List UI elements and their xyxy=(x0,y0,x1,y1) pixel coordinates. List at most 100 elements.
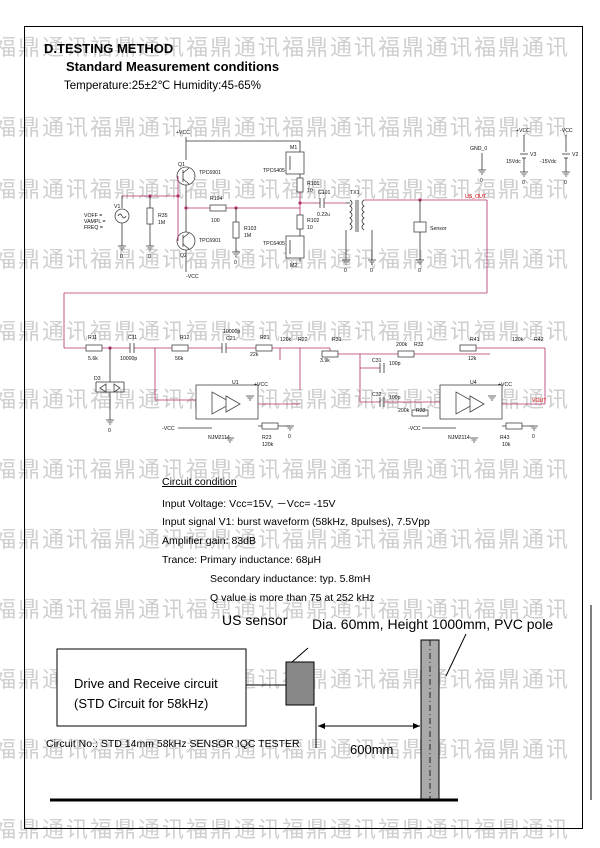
c11-value: 10000p xyxy=(120,356,137,362)
m2-part: TPC6405 xyxy=(263,241,285,247)
r35-label: R35 xyxy=(158,213,168,219)
tx1-label: TX1 xyxy=(350,190,360,196)
v3-label: V3 xyxy=(530,152,536,158)
r22-value: 120k xyxy=(280,337,292,343)
gnd-zero-2: 0 xyxy=(148,254,151,260)
watermark-row-1: 福鼎通讯福鼎通讯福鼎通讯福鼎通讯福鼎通讯福鼎通讯 xyxy=(0,36,571,61)
d3-label: D3 xyxy=(94,376,101,382)
m1-part: TPC6405 xyxy=(263,168,285,174)
gnd-zero-12: 0 xyxy=(532,434,535,440)
drive-circuit-line1: Drive and Receive circuit xyxy=(74,676,218,691)
d3-diode-a xyxy=(99,383,107,393)
vcc-label-v3: +VCC xyxy=(516,128,530,134)
r103-label: R103 xyxy=(244,226,257,232)
r33-resistor xyxy=(411,409,429,417)
r103-value: 1M xyxy=(244,233,251,239)
r33-value: 200k xyxy=(398,408,410,414)
watermark-row-5: 福鼎通讯福鼎通讯福鼎通讯福鼎通讯福鼎通讯福鼎通讯 xyxy=(0,320,571,345)
r41-label: R41 xyxy=(470,337,480,343)
r101-label: R101 xyxy=(307,181,320,187)
c11-label: C11 xyxy=(128,335,137,341)
r22-label: R22 xyxy=(298,337,308,343)
amplifier-gain-text: Amplifier gain: 83dB xyxy=(162,535,256,547)
u4-part: NJM2114 xyxy=(448,435,470,441)
u1-part: NJM2114 xyxy=(208,435,230,441)
r12-value: 56k xyxy=(175,356,184,362)
r42-value: 120k xyxy=(512,337,524,343)
r33-label: R33 xyxy=(416,408,426,414)
v1-label: V1 xyxy=(114,204,120,210)
d3-diode-b xyxy=(113,383,121,393)
r21-value: 22k xyxy=(250,352,259,358)
u1-nvcc: -VCC xyxy=(162,426,175,432)
u1-label: U1 xyxy=(232,380,239,386)
watermark-row-2: 福鼎通讯福鼎通讯福鼎通讯福鼎通讯福鼎通讯福鼎通讯 xyxy=(0,116,571,141)
us-out-label: US_OUT xyxy=(465,194,487,200)
circuit-condition-heading: Circuit condition xyxy=(162,476,237,488)
v2-label: V2 xyxy=(572,152,578,158)
gnd-zero-8: 0 xyxy=(522,180,525,186)
gnd-zero-7: 0 xyxy=(480,178,483,184)
u1-opamp xyxy=(211,391,233,415)
gnd-zero-4: 0 xyxy=(344,268,347,274)
u4-nvcc: -VCC xyxy=(408,426,421,432)
u1-opamp-b xyxy=(225,395,241,413)
q-value-text: Q value is more than 75 at 252 kHz xyxy=(210,592,375,604)
q2-label: Q2 xyxy=(180,253,187,259)
r104-label: R104 xyxy=(210,196,223,202)
r32-label: R32 xyxy=(414,342,424,348)
drive-circuit-box xyxy=(56,648,247,727)
input-voltage-text: Input Voltage: Vcc=15V, －Vcc= -15V xyxy=(162,498,336,510)
measurement-conditions: Temperature:25±2℃ Humidity:45-65% xyxy=(64,80,261,92)
watermark-row-11: 福鼎通讯福鼎通讯福鼎通讯福鼎通讯福鼎通讯福鼎通讯 xyxy=(0,738,571,763)
gnd-zero-6: 0 xyxy=(418,268,421,274)
vout-label: VOUT xyxy=(532,398,547,404)
q2-part: TPC6901 xyxy=(199,238,221,244)
r43-value: 10k xyxy=(502,442,511,448)
r32-value: 200k xyxy=(396,342,408,348)
us-sensor-block xyxy=(285,661,315,706)
c32-value: 100p xyxy=(389,395,401,401)
v3-value: 15Vdc xyxy=(506,159,521,165)
watermark-row-12: 福鼎通讯福鼎通讯福鼎通讯福鼎通讯福鼎通讯福鼎通讯 xyxy=(0,818,571,843)
m2-label: M2 xyxy=(290,263,297,269)
watermark-row-3: 福鼎通讯福鼎通讯福鼎通讯福鼎通讯福鼎通讯福鼎通讯 xyxy=(0,178,571,203)
gnd-zero-11: 0 xyxy=(288,434,291,440)
watermark-row-9: 福鼎通讯福鼎通讯福鼎通讯福鼎通讯福鼎通讯福鼎通讯 xyxy=(0,598,571,623)
c31-label: C31 xyxy=(372,358,382,364)
nvcc-label-driver: -VCC xyxy=(186,274,199,280)
circuit-number-text: Circuit No.: STD 14mm 58kHz SENSOR IQC T… xyxy=(46,738,300,750)
q1-label: Q1 xyxy=(178,162,185,168)
c21-value: 10000p xyxy=(223,329,240,335)
r43-resistor xyxy=(505,422,523,430)
r102-label: R102 xyxy=(307,218,320,224)
c101-value: 0.22u xyxy=(317,212,330,218)
freq-label: FREQ = xyxy=(84,225,103,231)
watermark-row-8: 福鼎通讯福鼎通讯福鼎通讯福鼎通讯福鼎通讯福鼎通讯 xyxy=(0,528,571,553)
r43-label: R43 xyxy=(500,435,510,441)
tx1-primary xyxy=(349,199,353,231)
us-sensor-label: US sensor xyxy=(222,612,288,628)
section-title: D.TESTING METHOD xyxy=(44,41,174,56)
section-subtitle: Standard Measurement conditions xyxy=(66,59,280,74)
v2-value: -15Vdc xyxy=(540,159,557,165)
u4-vcc: +VCC xyxy=(498,382,512,388)
vampl-label: VAMPL = xyxy=(84,219,105,225)
vcc-label-top: +VCC xyxy=(176,130,190,136)
m1-mosfet xyxy=(285,151,305,175)
r31-value: 3.9k xyxy=(320,358,330,364)
u4-opamp xyxy=(455,391,477,415)
watermark-row-4: 福鼎通讯福鼎通讯福鼎通讯福鼎通讯福鼎通讯福鼎通讯 xyxy=(0,248,571,273)
trance-secondary-text: Secondary inductance: typ. 5.8mH xyxy=(210,573,371,585)
r23-resistor xyxy=(261,422,279,430)
r12-label: R12 xyxy=(180,335,190,341)
circuit-schematic: +VCC Q1 TPC6901 Q2 TPC6901 -VCC V1 VOFF … xyxy=(63,128,578,448)
m1-label: M1 xyxy=(290,145,297,151)
gnd-zero-10: 0 xyxy=(108,428,111,434)
c31-value: 100p xyxy=(389,361,401,367)
drive-circuit-line2: (STD Circuit for 58kHz) xyxy=(74,696,209,711)
trance-primary-text: Trance: Primary inductance: 68μH xyxy=(162,554,322,566)
tx1-secondary xyxy=(361,199,365,231)
voff-label: VOFF = xyxy=(84,213,102,219)
